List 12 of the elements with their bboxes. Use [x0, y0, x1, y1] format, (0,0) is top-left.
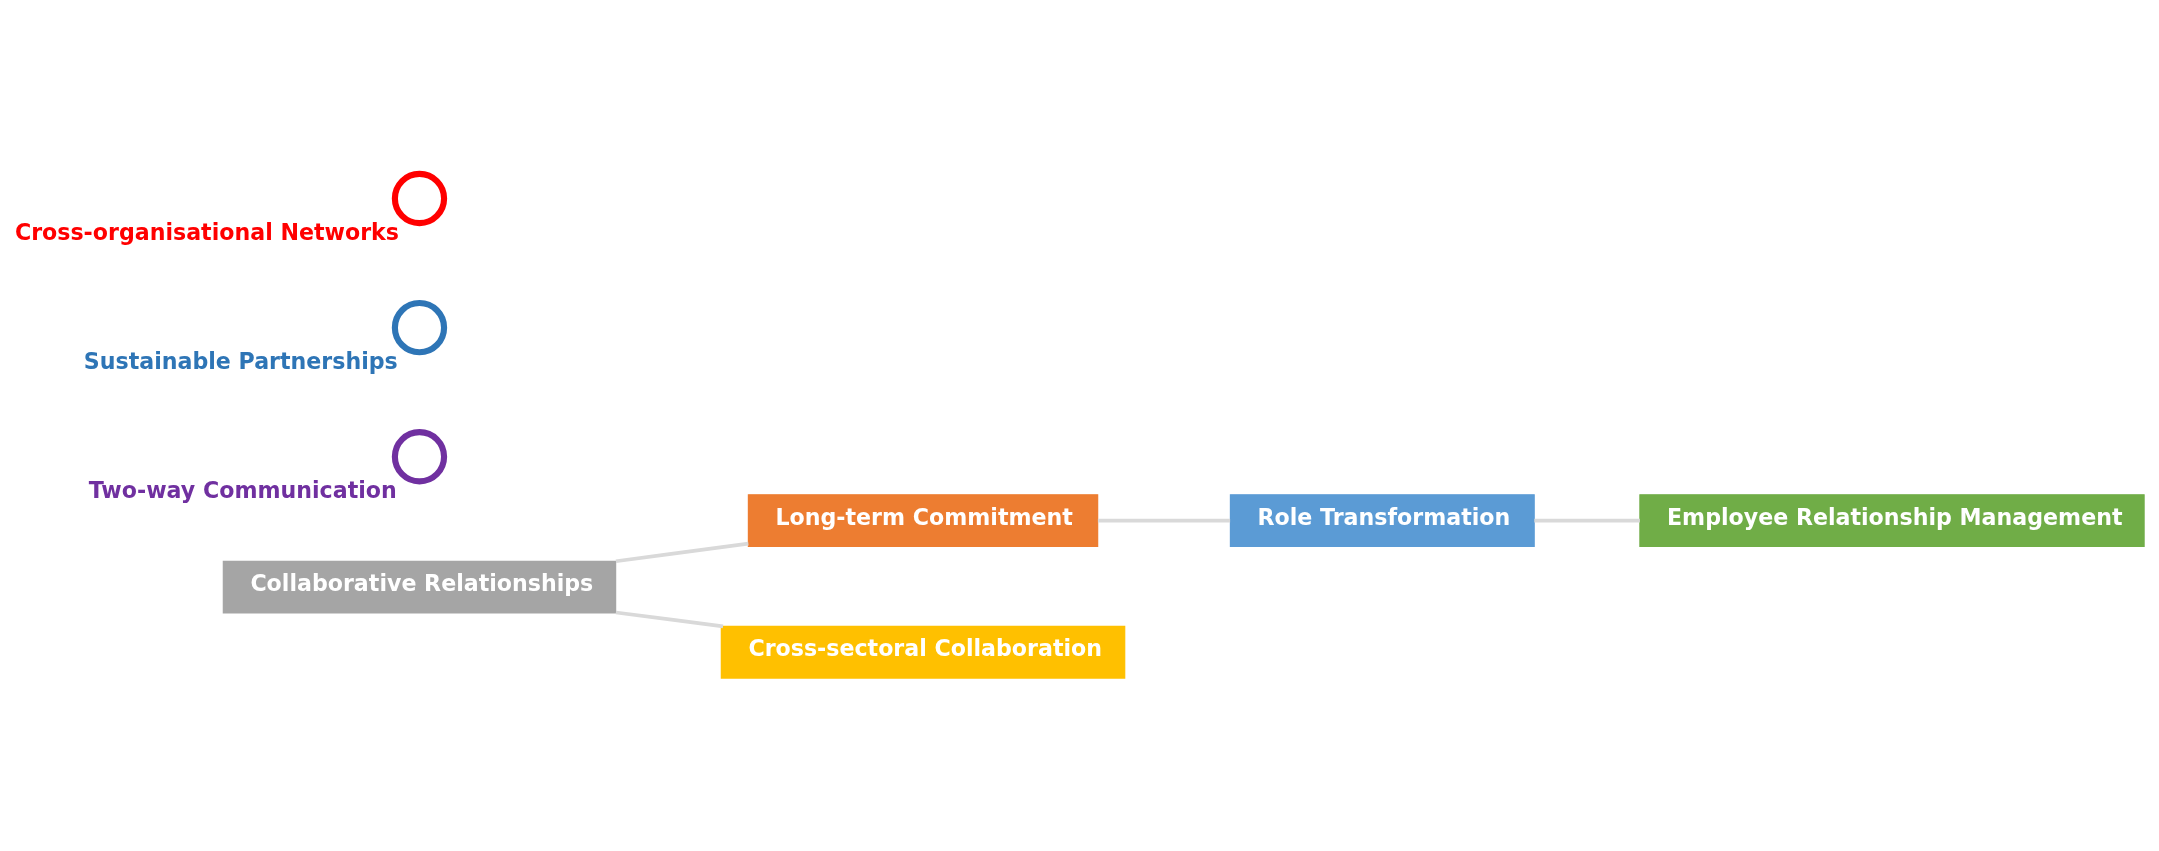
node-label: Cross-organisational Networks	[14, 218, 399, 245]
node-box: Employee Relationship Management	[1639, 493, 2145, 547]
connector	[615, 541, 749, 563]
node-label: Sustainable Partnerships	[83, 347, 398, 374]
node-label: Two-way Communication	[88, 476, 397, 503]
node-box: Cross-sectoral Collaboration	[720, 625, 1126, 679]
connector	[1534, 518, 1640, 523]
connector	[1097, 518, 1231, 523]
node-box: Long-term Commitment	[747, 493, 1099, 547]
node-box: Collaborative Relationships	[222, 560, 617, 614]
node-box: Role Transformation	[1229, 493, 1535, 547]
connector	[615, 610, 724, 628]
